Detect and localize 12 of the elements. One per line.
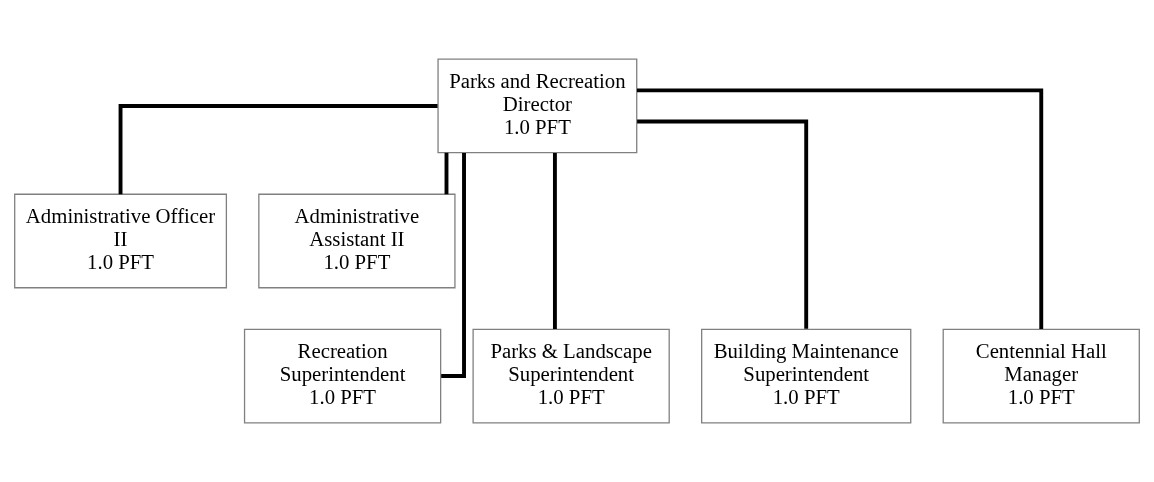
connector xyxy=(552,153,557,330)
connector xyxy=(637,119,809,329)
node-box: Parks and Recreation Director 1.0 PFT xyxy=(437,58,638,154)
node-box: Administrative Assistant II 1.0 PFT xyxy=(258,193,456,289)
node-box: Parks & Landscape Superintendent 1.0 PFT xyxy=(472,328,670,424)
node-box: Building Maintenance Superintendent 1.0 PFT xyxy=(701,328,912,424)
node-box: Administrative Officer II 1.0 PFT xyxy=(14,193,228,289)
connector xyxy=(636,88,1044,329)
connector xyxy=(118,104,438,195)
connector xyxy=(444,152,449,195)
node-box: Recreation Superintendent 1.0 PFT xyxy=(243,328,442,424)
node-box: Centennial Hall Manager 1.0 PFT xyxy=(942,328,1140,424)
